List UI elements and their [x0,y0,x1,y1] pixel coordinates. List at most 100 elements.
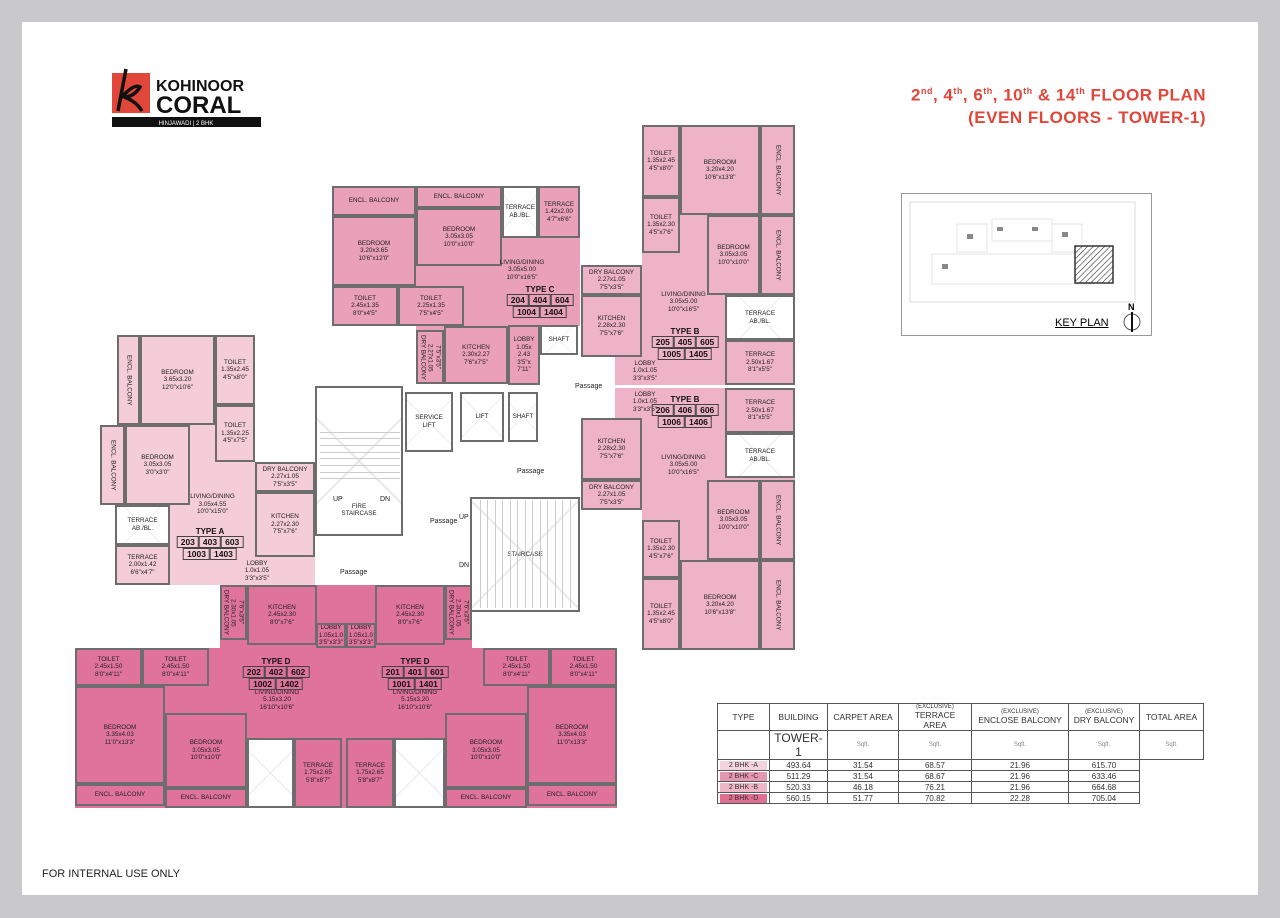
room-imp: 8'0"x4'11" [569,670,598,678]
type-cell: 2 BHK -B [717,781,770,793]
room-dims: 3.20x3.65 [360,247,388,255]
unit-type: TYPE D [400,657,430,666]
room-dims: 1.75x2.65 [356,769,384,777]
room-name: KITCHEN [271,513,299,521]
room-imp: 10'0"x10'0" [470,754,502,762]
room-dims: 2.27x1.05 [271,473,299,481]
unit-number: 1403 [210,548,237,560]
room-dims: 3.05x5.00 [669,298,698,306]
room-dims: 1.35x2.30 [647,545,675,553]
logo: KOHINOOR CORAL HINJAWADI | 2 BHK [112,67,287,142]
room-imp: 7'6"x7'5" [463,358,489,366]
unit-number: 605 [696,336,719,348]
col-terrace: (EXCLUSIVE)TERRACE AREA [898,703,972,731]
room-imp: 3'5"x 7'11" [517,358,531,374]
room-encl-balcony: ENCL. BALCONY [100,425,125,505]
room-imp: 10'6"x12'0" [358,254,390,262]
room-imp: 4'5"x7'6" [648,228,674,236]
room-imp: 4'5"x7'5" [222,437,248,445]
unit-number: 202 [242,666,265,678]
room-name: SERVICE [415,414,443,422]
room-name: LOBBY [320,624,342,632]
unit-number: 204 [506,294,529,306]
room-dims: 3.05x5.00 [669,461,698,469]
room-dims: 2.28x2.30 [597,445,626,453]
stair-tread [554,500,556,608]
room-imp: 3'3"x3'5" [244,574,270,582]
room-dims: 1.0x1.05 [244,567,270,575]
room-imp: 8'0"x4'11" [94,670,123,678]
room-name: TOILET [650,537,672,545]
room-encl-balcony: ENCL. BALCONY [760,125,795,215]
room-name: ENCL. BALCONY [125,354,133,406]
unit-number: 1001 [388,678,415,690]
stair-tread [320,445,400,446]
room-name: SHAFT [548,336,570,344]
type-cell: 2 BHK -C [717,770,770,782]
key-plan-drawing [909,201,1141,332]
room-name: TOILET [650,602,672,610]
room-name: TERRACE [127,517,158,525]
room-name: ENCL. BALCONY [433,193,485,201]
unit-number: 403 [198,536,222,548]
room-dims: 3.05x3.05 [445,233,473,241]
room-dims: 2.27x1.05 [597,276,626,284]
terrace-cell: 31.54 [827,770,899,782]
col-total: TOTAL AREA [1139,703,1204,731]
room-imp: 8'1"x5'5" [747,366,773,374]
room-name: DRY BALCONY [262,465,308,473]
unit-number: 402 [264,666,288,678]
stair-tread [320,471,400,473]
room-name: ENCL. BALCONY [774,494,782,546]
room-name: ENCL. BALCONY [774,579,782,631]
room-name: LOBBY [513,336,535,344]
total-cell: 615.70 [1068,759,1140,771]
room-name: LOBBY [350,624,372,632]
room-dims: 2.50x1.67 [746,358,774,366]
dry-cell: 21.96 [971,759,1069,771]
stair-tread [320,478,400,480]
room-name: TERRACE [127,553,158,561]
stair-tread [547,500,548,608]
room-imp: 10'0"x10'0" [190,754,222,762]
unit-number: 1004 [513,306,540,318]
room-imp: 10'0"x16'5" [506,273,538,281]
room-imp: 10'6"x13'8" [704,608,736,616]
room-name: LIVING/DINING [661,290,706,298]
svg-text:KOHINOOR: KOHINOOR [156,78,244,95]
room-name: KITCHEN [597,314,626,322]
room-dims: 2.45x1.50 [161,663,190,671]
room-shaft: SHAFT [540,325,578,355]
enclose-cell: 68.67 [898,770,972,782]
room-imp: 3'0"x3'0" [145,468,170,476]
unit-number: 601 [426,666,449,678]
room-name: TOILET [650,149,672,157]
room-name: TOILET [224,422,246,430]
room-dims: 1.35x2.25 [221,429,249,437]
room-imp: 8'0"x4'5" [352,309,378,317]
room-imp: 7'5"x7'6" [599,452,624,460]
room-name: ENCL. BALCONY [94,791,146,799]
room-imp: 5'8"x8'7" [357,776,383,784]
room-name: BEDROOM [717,243,750,251]
room-name: ENCL. BALCONY [348,197,400,205]
room-dims: 3.20x4.20 [706,601,734,609]
room-dims: AB./BL. [749,455,771,463]
svg-text:HINJAWADI | 2 BHK: HINJAWADI | 2 BHK [159,121,214,127]
stair-direction-label: UP [333,496,343,503]
